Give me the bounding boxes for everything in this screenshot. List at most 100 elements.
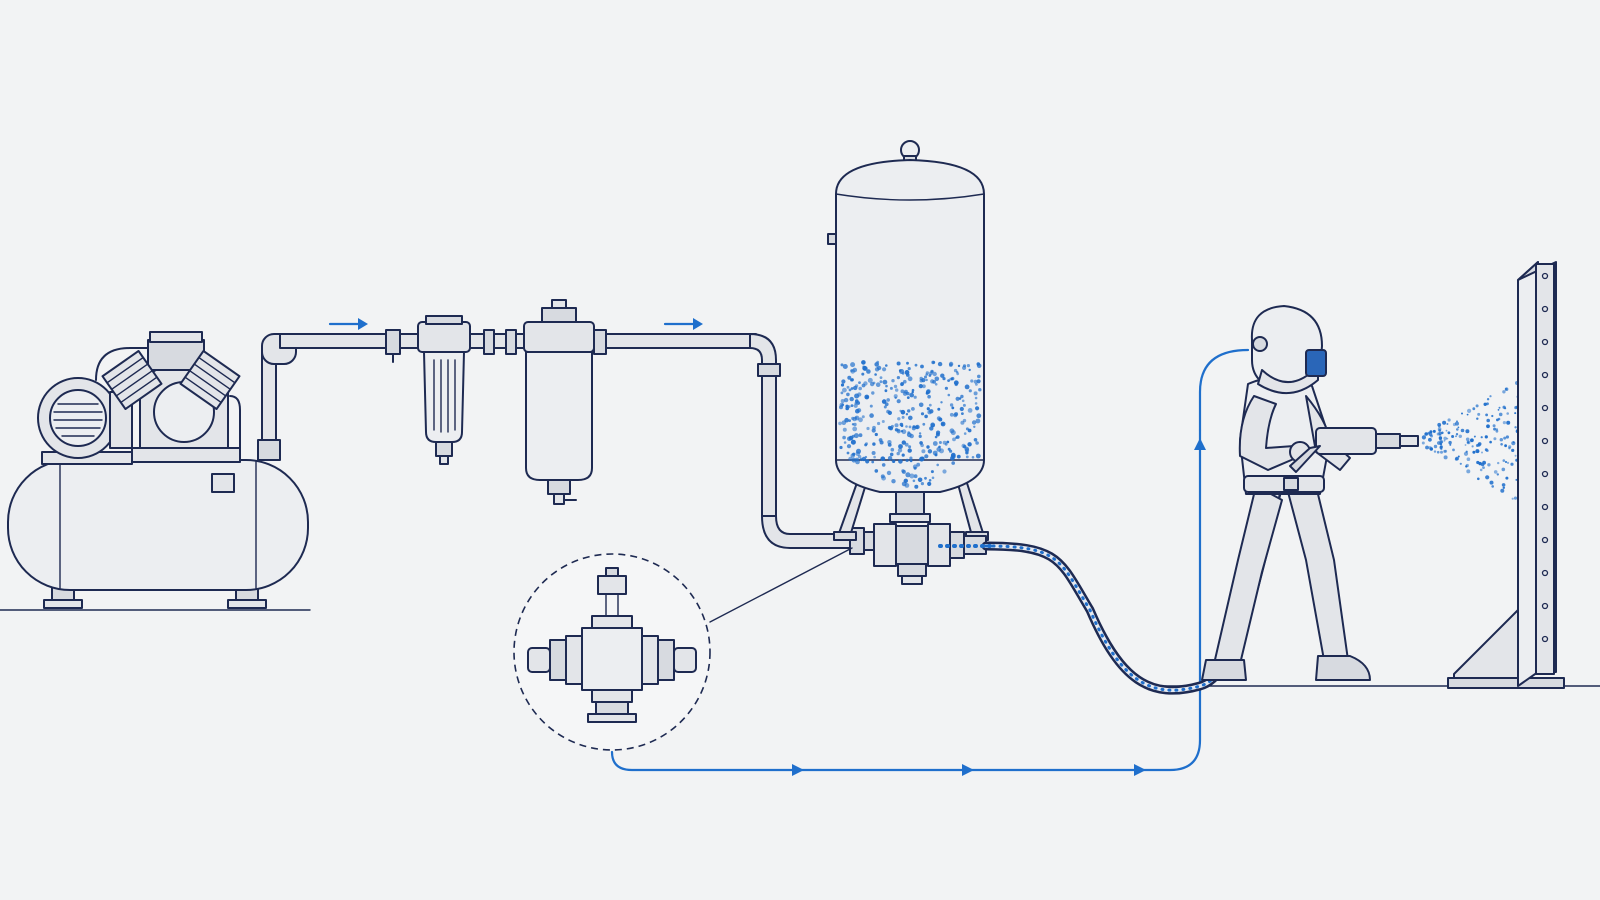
abrasive-media: [838, 360, 982, 489]
spray-particle: [1455, 456, 1459, 461]
media-particle: [871, 460, 875, 464]
media-particle: [951, 376, 955, 381]
spray-particle: [1433, 450, 1437, 453]
media-particle: [883, 405, 887, 409]
media-particle: [856, 408, 862, 413]
media-particle: [911, 388, 915, 392]
media-particle: [922, 384, 926, 389]
bolt-icon: [1541, 635, 1549, 643]
visor-icon: [1305, 349, 1327, 377]
spray-particle: [1500, 443, 1503, 446]
media-particle: [917, 477, 923, 483]
spray-particle: [1484, 435, 1488, 439]
media-particle: [897, 417, 901, 421]
panel-bolts: [1541, 272, 1549, 643]
media-particle: [955, 396, 960, 401]
media-particle: [856, 448, 861, 454]
media-particle: [924, 476, 927, 480]
media-particle: [934, 376, 940, 382]
media-particle: [907, 367, 911, 371]
spray-particle: [1485, 475, 1490, 480]
spray-particle: [1489, 395, 1492, 398]
media-particle: [853, 422, 857, 427]
media-particle: [839, 445, 843, 450]
media-particle: [863, 366, 868, 371]
media-particle: [952, 437, 956, 442]
media-particle: [840, 399, 845, 403]
media-particle: [927, 410, 932, 415]
spray-particle: [1466, 413, 1469, 416]
spray-particle: [1511, 441, 1516, 446]
media-particle: [978, 388, 982, 392]
media-particle: [879, 380, 883, 384]
media-particle: [908, 425, 912, 429]
media-particle: [900, 430, 904, 433]
spray-particle: [1443, 436, 1447, 441]
spray-particle: [1489, 440, 1492, 444]
spray-particle: [1514, 426, 1517, 429]
media-particle: [942, 469, 947, 474]
media-particle: [920, 482, 925, 486]
media-particle: [896, 376, 901, 380]
media-particle: [905, 413, 909, 416]
media-particle: [938, 445, 941, 449]
spray-particle: [1447, 431, 1451, 435]
spray-particle: [1446, 423, 1449, 425]
media-particle: [926, 389, 931, 394]
media-particle: [906, 361, 909, 365]
spray-particle: [1425, 445, 1429, 450]
media-particle: [927, 481, 932, 486]
spray-particle: [1432, 429, 1436, 433]
spray-particle: [1505, 476, 1509, 480]
spray-particle: [1428, 437, 1432, 442]
spray-particle: [1506, 420, 1511, 425]
media-particle: [886, 470, 892, 476]
media-particle: [861, 360, 866, 365]
media-particle: [900, 382, 904, 387]
media-particle: [885, 384, 888, 388]
media-particle: [967, 442, 972, 447]
air-supply-pipe: [257, 329, 419, 461]
media-particle: [950, 452, 956, 458]
media-particle: [886, 409, 890, 414]
media-particle: [841, 403, 845, 407]
media-particle: [973, 425, 976, 428]
media-particle: [973, 379, 978, 384]
media-particle: [951, 406, 955, 410]
media-particle: [974, 402, 978, 405]
spray-particle: [1501, 483, 1506, 487]
media-particle: [854, 393, 860, 399]
spray-particle: [1502, 390, 1506, 394]
media-particle: [940, 373, 945, 378]
spray-particle: [1498, 412, 1503, 417]
flow-arrow-icon: [1194, 438, 1206, 450]
media-particle: [918, 432, 922, 435]
spray-particle: [1466, 469, 1471, 474]
spray-particle: [1487, 463, 1491, 467]
spray-particle: [1429, 447, 1434, 451]
spray-particle: [1482, 466, 1485, 469]
media-particle: [975, 383, 978, 386]
spray-particle: [1457, 455, 1460, 458]
media-particle: [914, 425, 919, 430]
media-particle: [893, 394, 898, 399]
media-particle: [876, 365, 882, 371]
spray-particle: [1440, 445, 1443, 449]
media-particle: [850, 404, 854, 407]
media-particle: [844, 417, 849, 423]
media-particle: [891, 459, 896, 463]
media-particle: [912, 479, 916, 483]
media-particle: [931, 476, 935, 480]
spray-particle: [1510, 462, 1514, 466]
media-particle: [864, 394, 870, 400]
media-particle: [881, 463, 886, 467]
media-particle: [872, 442, 876, 446]
media-particle: [948, 361, 954, 367]
media-particle: [855, 457, 859, 462]
media-particle: [947, 447, 951, 451]
media-particle: [977, 374, 981, 379]
spray-particle: [1495, 429, 1499, 433]
spray-particle: [1472, 407, 1476, 411]
spray-particle: [1439, 443, 1443, 446]
media-particle: [954, 412, 959, 417]
